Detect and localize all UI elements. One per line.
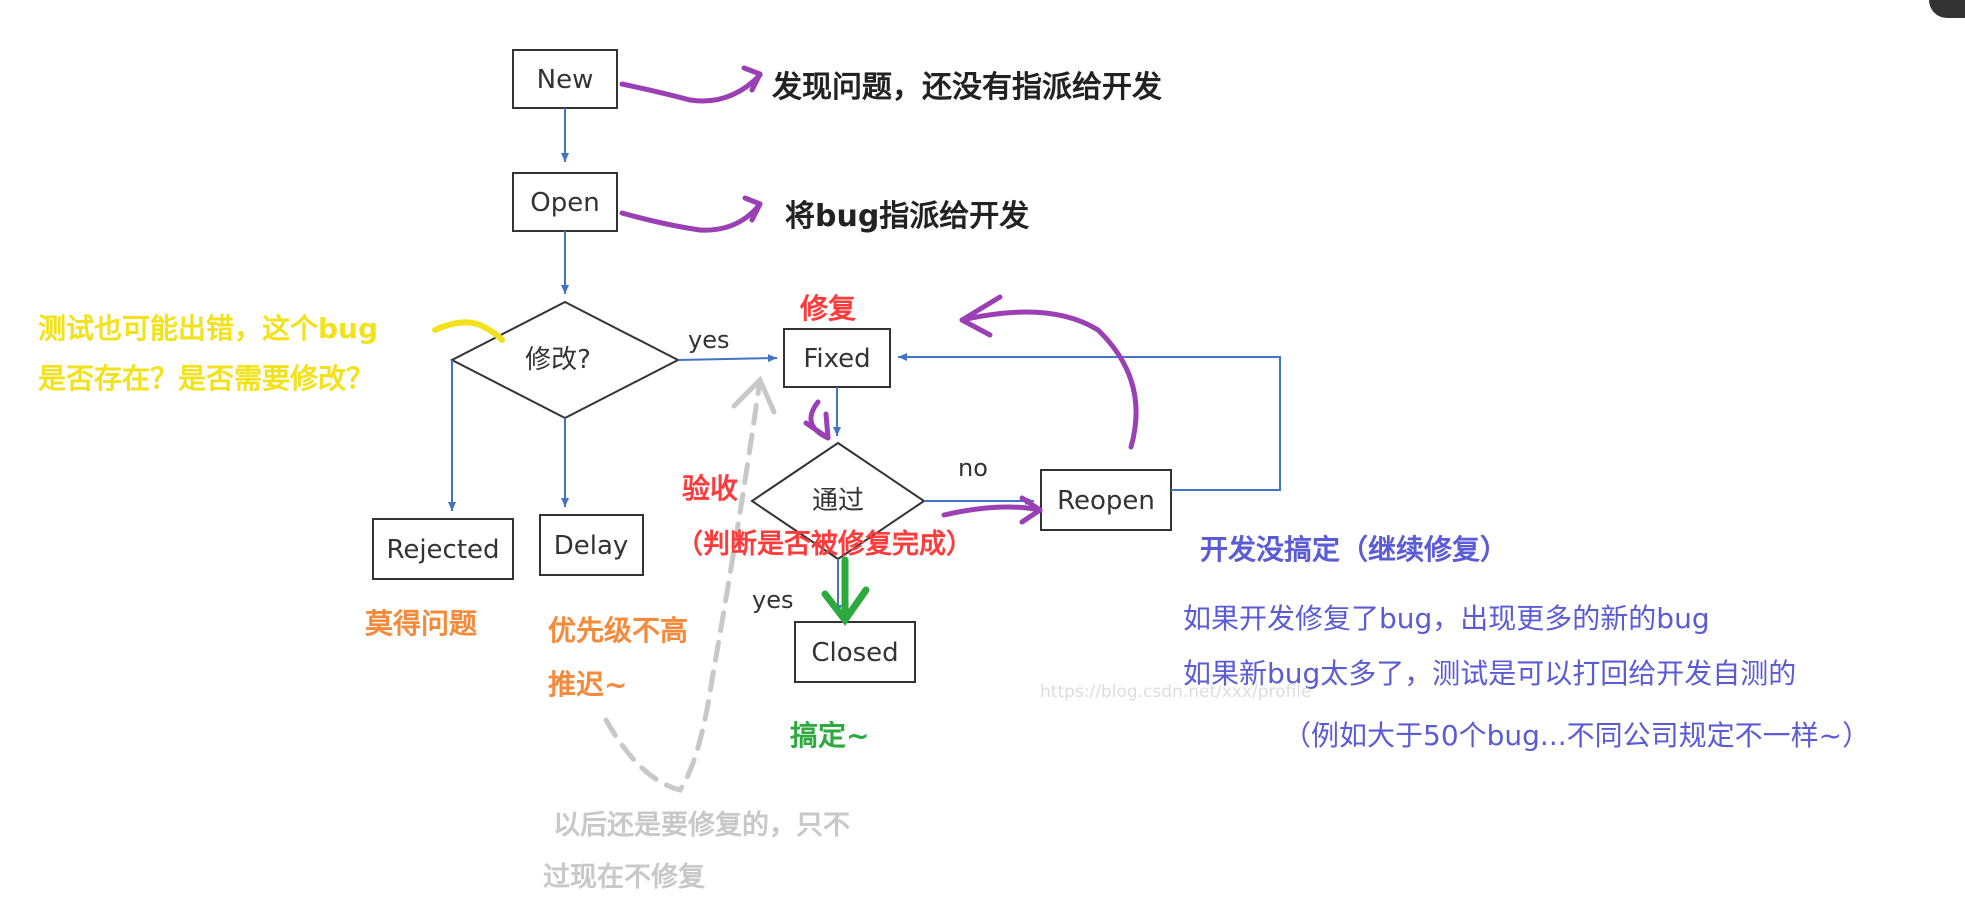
node-pass-label: 通过 (812, 486, 864, 516)
annotation-note-3: （例如大于50个bug...不同公司规定不一样~） (1283, 719, 1870, 752)
watermark: https://blog.csdn.net/xxx/profile (1040, 682, 1311, 702)
node-rejected: Rejected (372, 518, 514, 580)
node-modify-decision: 修改? (449, 300, 681, 420)
yellow-pointer-stroke (432, 319, 505, 343)
node-closed: Closed (794, 621, 916, 683)
edge-modify-fixed (677, 354, 778, 363)
node-pass-decision: 通过 (750, 441, 926, 561)
annotation-new: 发现问题，还没有指派给开发 (771, 70, 1162, 105)
purple-arrowhead-reopen-loop (959, 294, 1003, 338)
edge-label-pass-no: no (958, 454, 988, 482)
annotation-delay-later-1: 以后还是要修复的，只不 (553, 809, 850, 841)
purple-arrowhead-fix (803, 411, 831, 441)
edge-label-modify-yes: yes (688, 326, 729, 354)
green-arrow (821, 556, 870, 626)
purple-arrow-reopen (941, 504, 1043, 518)
node-delay: Delay (539, 514, 644, 576)
annotation-accept-detail: （判断是否被修复完成） (676, 528, 973, 560)
purple-arrowhead-new (741, 65, 763, 93)
node-new-label: New (537, 65, 594, 95)
purple-arrowhead-reopen (1019, 495, 1043, 525)
edge-label-pass-yes: yes (752, 586, 793, 614)
annotation-delay-1: 优先级不高 (548, 614, 688, 647)
node-modify-label: 修改? (525, 345, 591, 375)
gray-dashed-arrow (603, 375, 777, 793)
annotation-rejected: 莫得问题 (365, 607, 477, 640)
node-new: New (512, 49, 618, 109)
node-fixed: Fixed (783, 328, 891, 388)
annotation-fix: 修复 (799, 292, 856, 325)
purple-arrow-reopen-loop (959, 309, 1139, 450)
purple-arrow-new (619, 72, 763, 104)
annotation-delay-later-2: 过现在不修复 (543, 862, 706, 893)
corner-badge (1929, 0, 1965, 18)
annotation-reopen: 开发没搞定（继续修复） (1200, 533, 1508, 566)
node-reopen: Reopen (1040, 469, 1172, 531)
node-rejected-label: Rejected (386, 535, 499, 565)
purple-arrow-open (619, 201, 763, 233)
node-reopen-label: Reopen (1057, 486, 1155, 516)
annotation-closed: 搞定~ (790, 719, 869, 752)
annotation-tester-error-2: 是否存在？是否需要修改？ (38, 362, 374, 395)
annotation-delay-2: 推迟~ (548, 668, 627, 701)
node-fixed-label: Fixed (803, 344, 870, 374)
annotation-accept: 验收 (682, 472, 738, 505)
node-closed-label: Closed (811, 638, 898, 668)
edge-reopen-fixed (898, 353, 1281, 491)
node-open-label: Open (530, 188, 599, 218)
node-open: Open (512, 172, 618, 232)
annotation-open: 将bug指派给开发 (785, 199, 1029, 234)
annotation-note-2: 如果新bug太多了，测试是可以打回给开发自测的 (1183, 657, 1796, 690)
annotation-tester-error-1: 测试也可能出错，这个bug (38, 312, 378, 345)
node-delay-label: Delay (554, 531, 629, 561)
purple-arrowhead-open (742, 195, 763, 223)
annotation-note-1: 如果开发修复了bug，出现更多的新的bug (1183, 602, 1710, 635)
